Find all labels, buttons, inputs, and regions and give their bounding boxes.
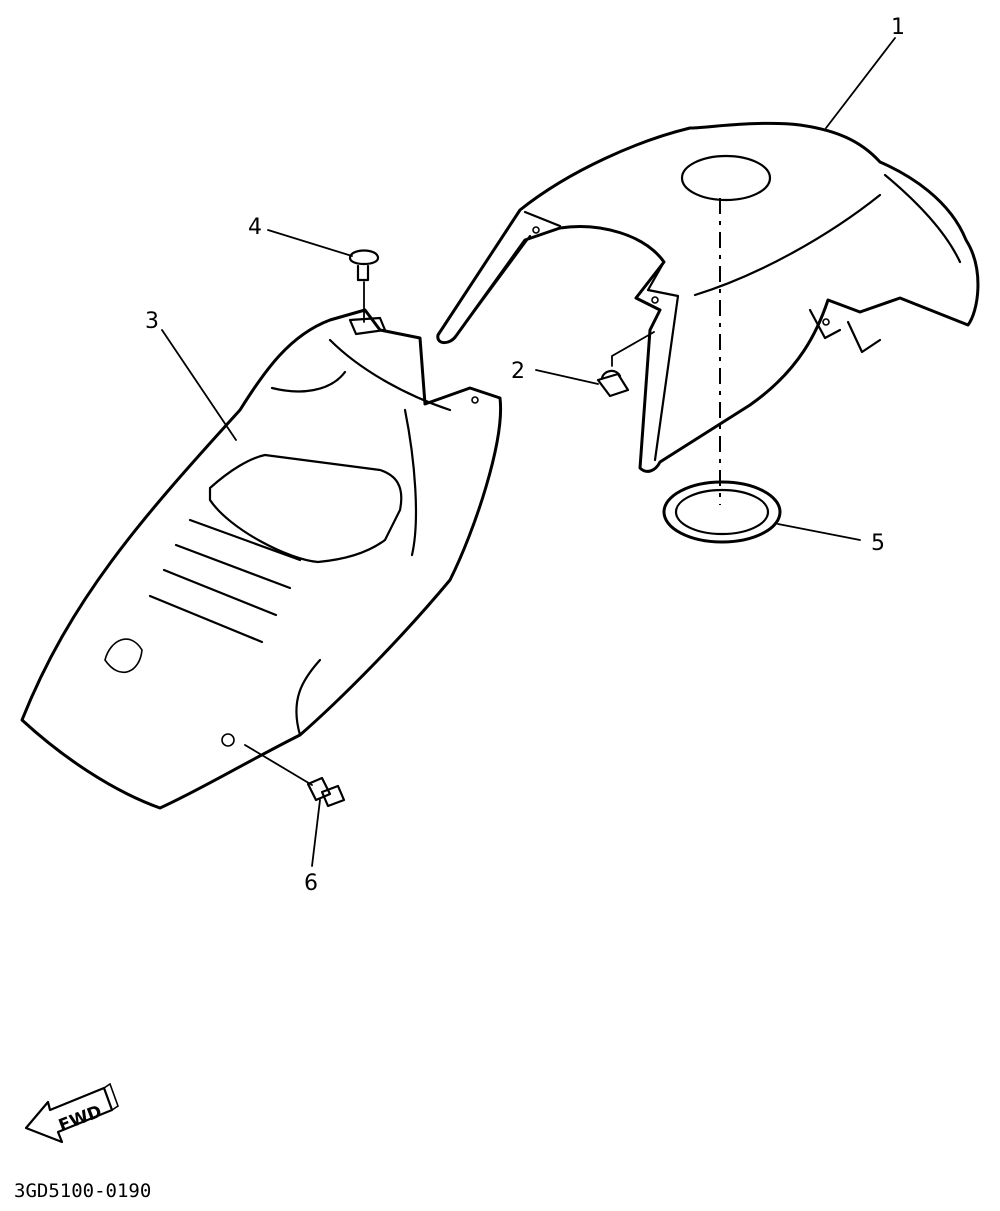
fwd-label: FWD [56,1102,105,1137]
screw-part-4 [348,249,387,336]
leader-part-1 [825,37,896,129]
callout-5: 5 [871,531,885,556]
callout-3: 3 [145,309,159,334]
callout-4: 4 [248,215,262,240]
leader-part-2 [535,369,599,385]
bolt-part-6 [306,776,346,808]
callout-1: 1 [891,15,905,40]
callout-2: 2 [511,359,525,384]
leader-part-5 [777,523,861,541]
drawing-code: 3GD5100-0190 [14,1180,151,1202]
nut-part-2 [596,331,655,398]
leader-part-3 [161,329,237,441]
fwd-arrow-icon: FWD [24,1082,119,1144]
leader-part-4 [267,229,353,257]
seat-cover-part-3 [20,308,503,810]
bolt-assembly-line [244,744,313,786]
leader-part-6 [311,799,321,867]
tank-cover-part-1 [436,121,980,473]
ring-part-5 [662,480,782,544]
callout-6: 6 [304,871,318,896]
